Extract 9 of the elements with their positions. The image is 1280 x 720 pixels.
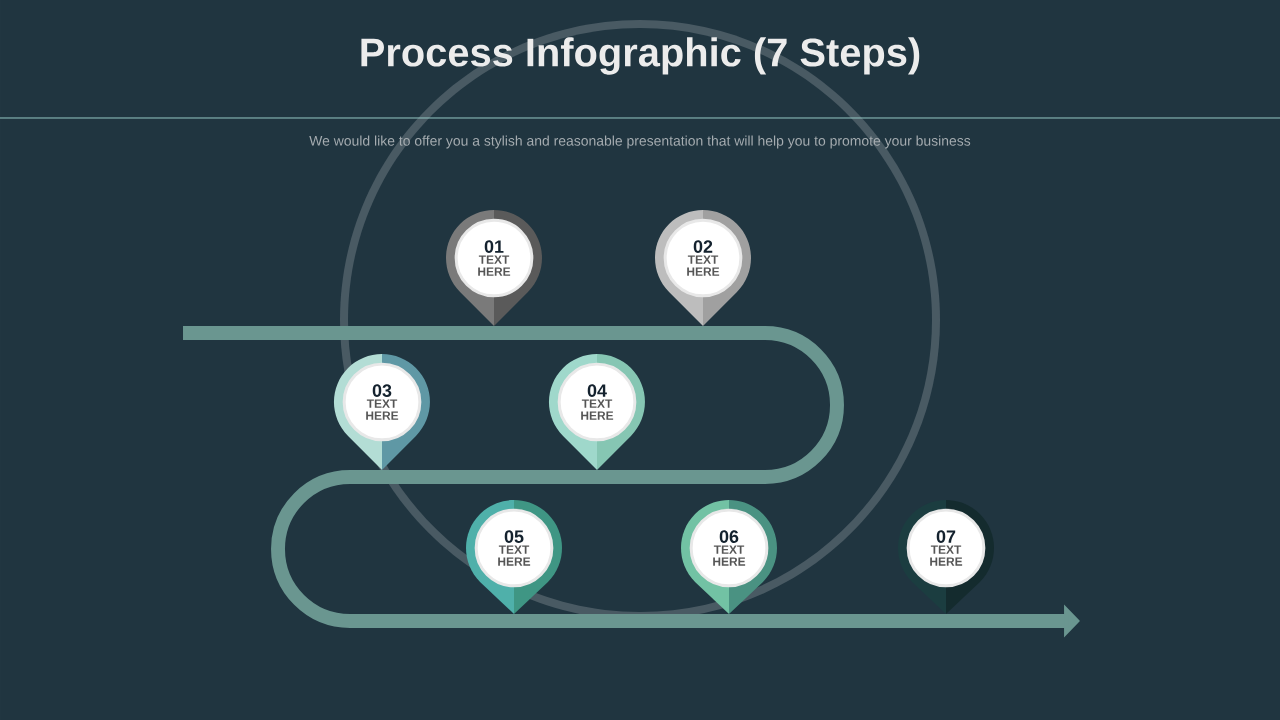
location-pin: 07 TEXT HERE bbox=[898, 500, 994, 614]
location-pin: 04 TEXT HERE bbox=[549, 354, 645, 470]
location-pin: 01 TEXT HERE bbox=[446, 210, 542, 326]
location-pin: 03 TEXT HERE bbox=[334, 354, 430, 470]
location-pin: 05 TEXT HERE bbox=[466, 500, 562, 614]
subtitle: We would like to offer you a stylish and reasonable presentation that will help you to promote your business bbox=[309, 135, 971, 149]
location-pin: 02 TEXT HERE bbox=[655, 210, 751, 326]
title: Process Infographic (7 Steps) bbox=[361, 37, 920, 75]
location-pin: 06 TEXT HERE bbox=[681, 500, 777, 614]
